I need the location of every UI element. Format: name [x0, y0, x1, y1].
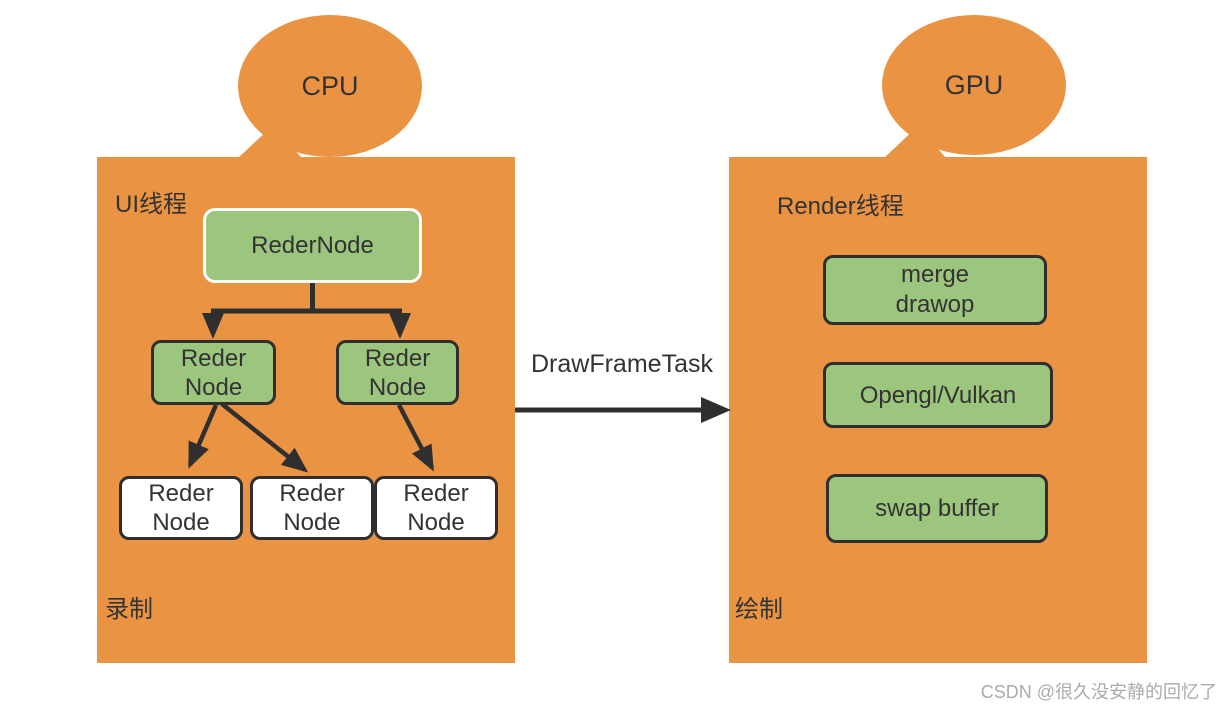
cpu-label: CPU	[301, 70, 359, 101]
render-thread-label: Render线程	[777, 193, 904, 220]
cpu-bubble: CPU	[238, 15, 422, 157]
gpu-bubble: GPU	[882, 15, 1066, 155]
draw-mode-label: 绘制	[735, 596, 783, 623]
ui-thread-label: UI线程	[115, 191, 187, 218]
record-mode-label: 录制	[105, 596, 153, 623]
draw-frame-task-label: DrawFrameTask	[531, 350, 713, 378]
render-node-leaf-1: Reder Node	[119, 476, 243, 540]
transfer-arrowhead	[701, 397, 731, 423]
render-node-leaf-2: Reder Node	[250, 476, 374, 540]
merge-drawop-step: merge drawop	[823, 255, 1047, 325]
render-node-leaf-3: Reder Node	[374, 476, 498, 540]
csdn-watermark: CSDN @很久没安静的回忆了	[980, 682, 1217, 702]
render-node-mid-1: Reder Node	[151, 340, 276, 405]
swap-buffer-step: swap buffer	[826, 474, 1048, 543]
gpu-label: GPU	[944, 69, 1004, 100]
opengl-vulkan-step: Opengl/Vulkan	[823, 362, 1053, 428]
render-node-root: RederNode	[203, 208, 422, 283]
render-node-mid-2: Reder Node	[336, 340, 459, 405]
